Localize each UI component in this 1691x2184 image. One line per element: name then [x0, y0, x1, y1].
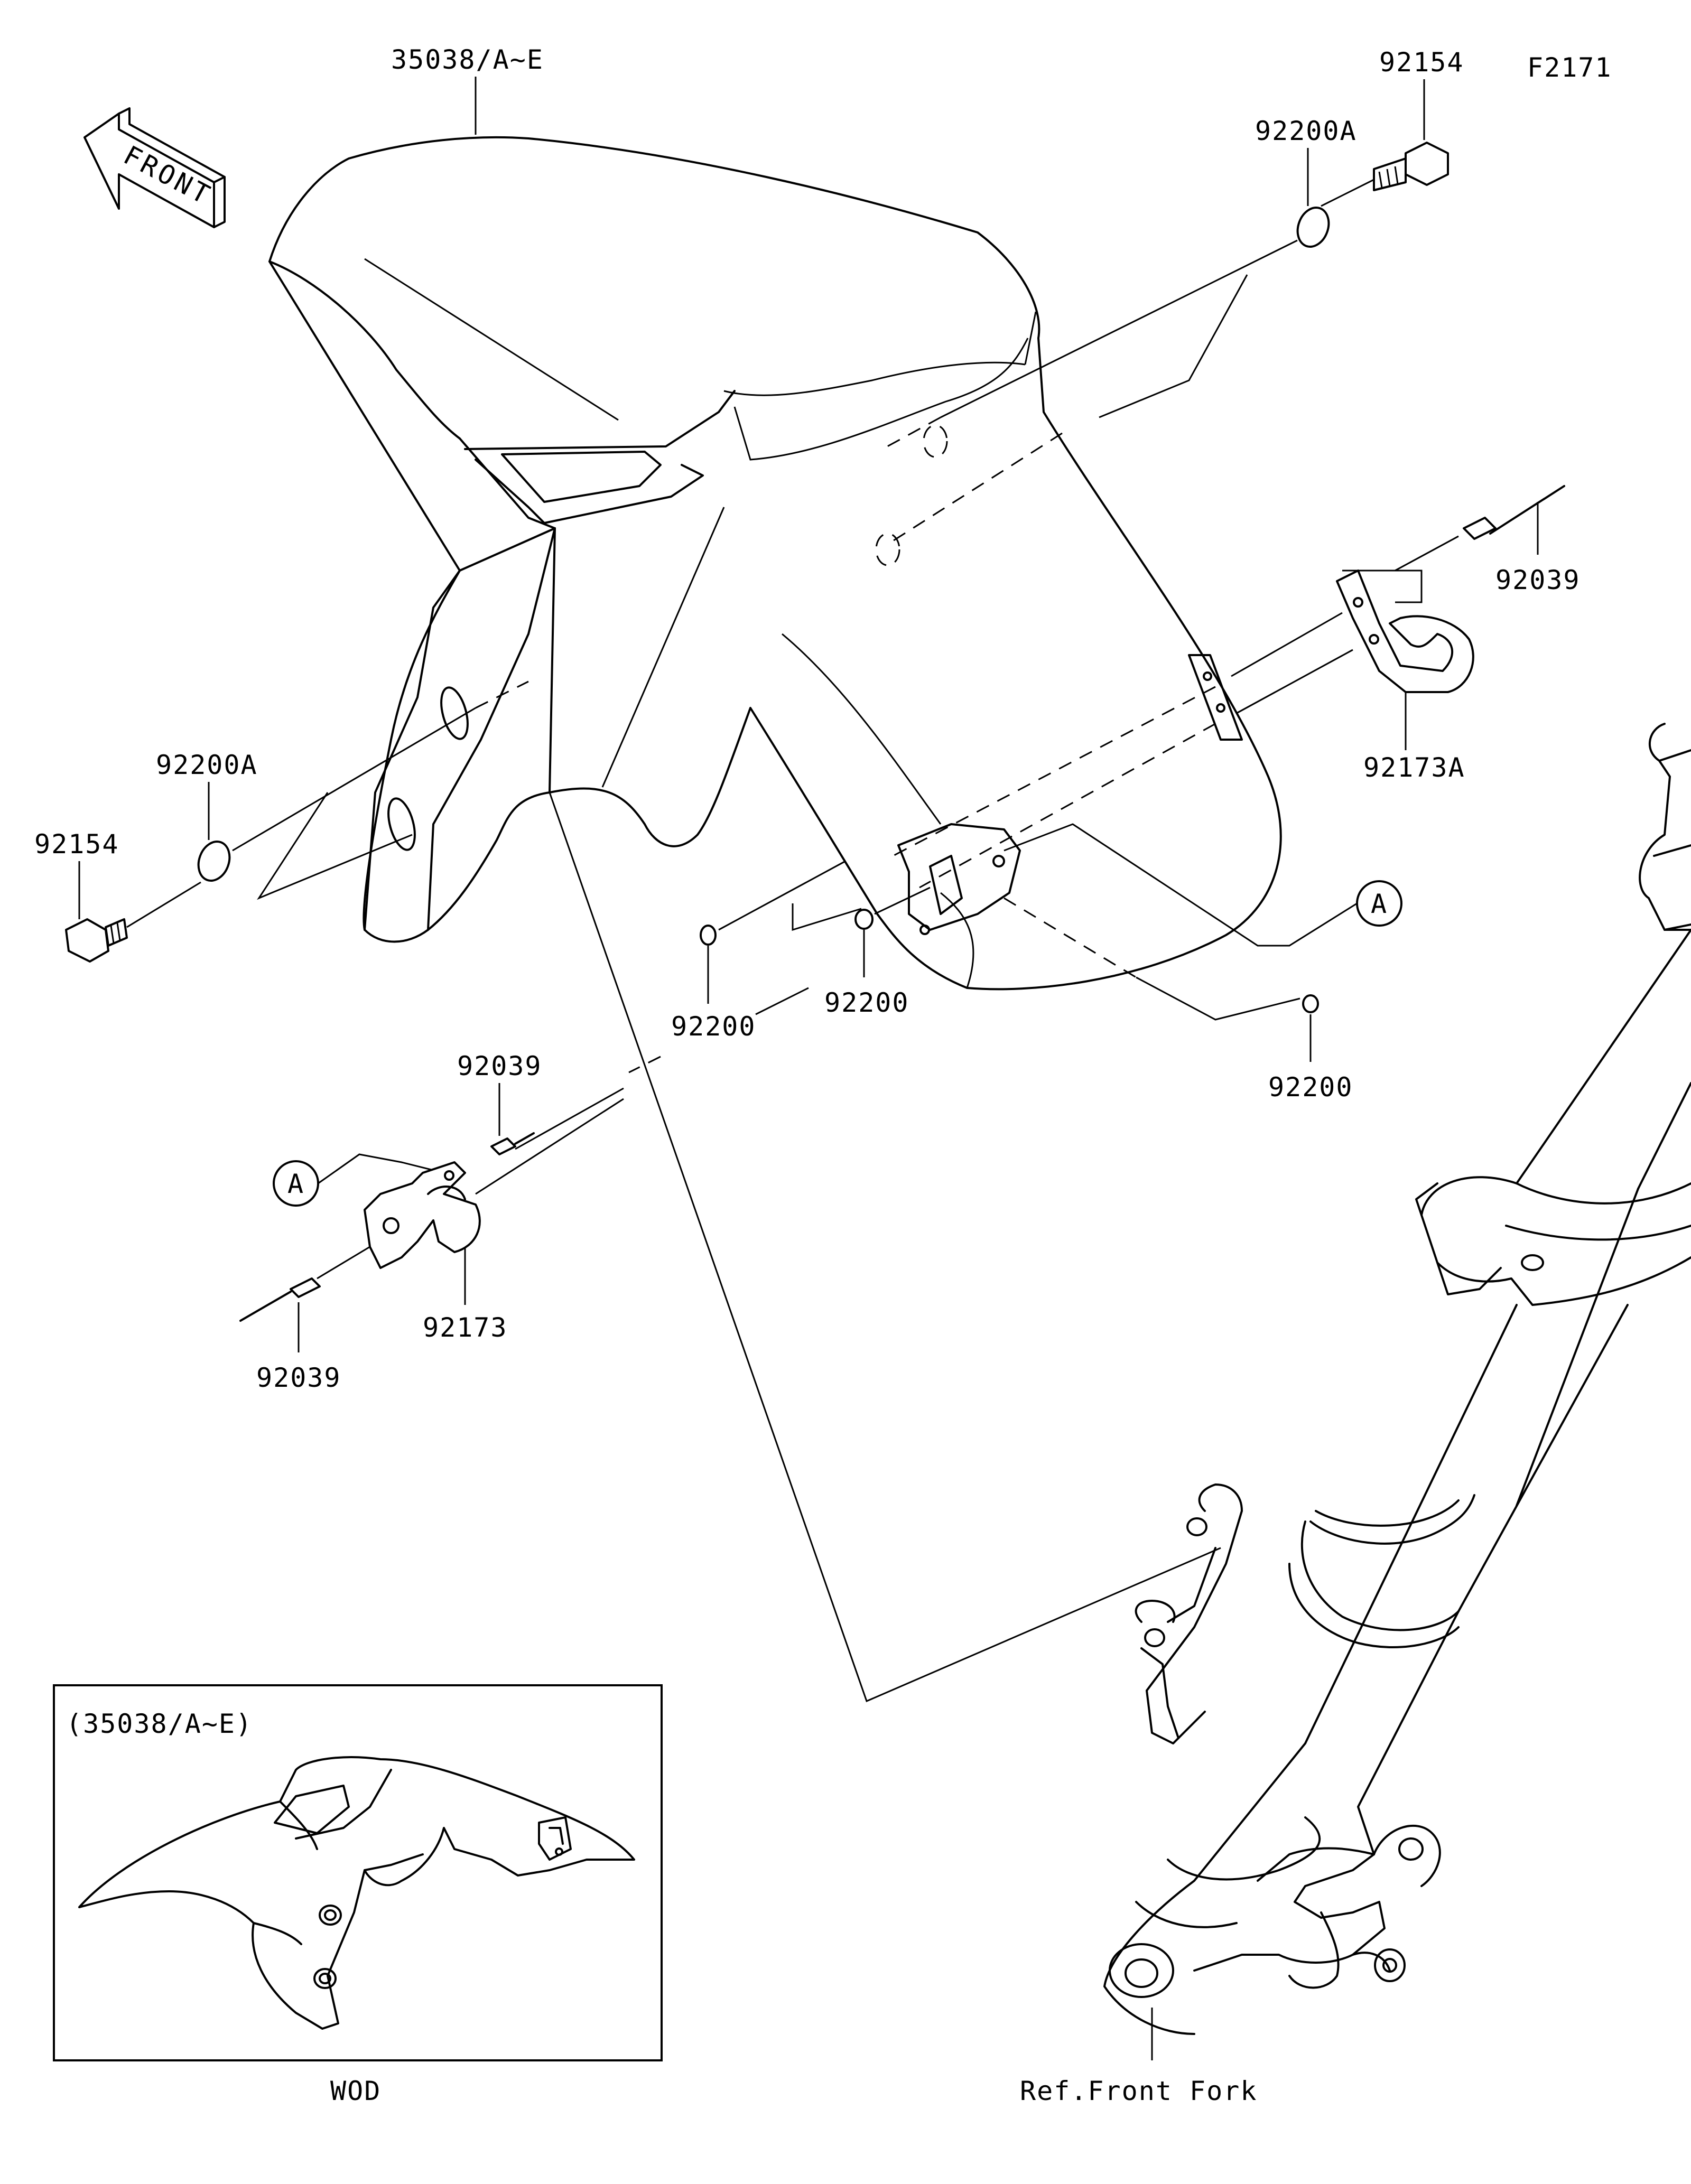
clamp-92173 [364, 1161, 481, 1269]
washer-92200A-left [197, 841, 231, 882]
rivet-92039-right [1463, 485, 1565, 540]
ref-front-fork: Ref.Front Fork [1020, 2076, 1257, 2106]
clamp-92173A [1336, 570, 1474, 693]
bolt-92154-left [65, 918, 128, 963]
ref-a-left: A [287, 1169, 304, 1199]
inset-title: (35038/A~E) [66, 1709, 253, 1739]
figure-id: F2171 [1527, 52, 1612, 83]
part-number-92039-upper-left: 92039 [457, 1051, 542, 1081]
washer-92200-3 [1302, 994, 1319, 1013]
part-number-92154-left: 92154 [34, 829, 119, 860]
part-number-92200-1: 92200 [671, 1011, 756, 1042]
rivet-92039-lower-left [239, 1277, 321, 1322]
fender-bracket [897, 823, 1021, 935]
washer-92200-1 [700, 925, 717, 946]
front-fender [268, 136, 1282, 991]
front-direction-arrow: FRONT [83, 107, 226, 228]
part-number-92039-right: 92039 [1495, 565, 1581, 595]
inset-box-wod [53, 1684, 663, 2061]
part-number-92154-top: 92154 [1379, 47, 1464, 78]
rivet-92039-upper-left [490, 1132, 535, 1155]
part-number-92200-2: 92200 [824, 987, 909, 1018]
front-fork [1103, 723, 1691, 2035]
inset-caption: WOD [330, 2076, 381, 2106]
washer-92200-2 [854, 909, 874, 930]
part-number-92200A-top: 92200A [1255, 116, 1357, 146]
washer-92200A-top [1296, 207, 1330, 248]
inset-fender-wod [78, 1756, 635, 2030]
fender-lower-edge-line [549, 792, 1221, 1703]
bolt-92154-top [1373, 142, 1449, 191]
part-number-92173A: 92173A [1363, 752, 1465, 783]
part-number-92200A-left: 92200A [156, 750, 258, 780]
part-number-92200-3: 92200 [1268, 1072, 1353, 1103]
ref-a-right: A [1371, 889, 1388, 919]
part-number-35038: 35038/A~E [391, 44, 544, 75]
part-number-92173: 92173 [423, 1312, 508, 1343]
part-number-92039-lower-left: 92039 [256, 1362, 341, 1393]
